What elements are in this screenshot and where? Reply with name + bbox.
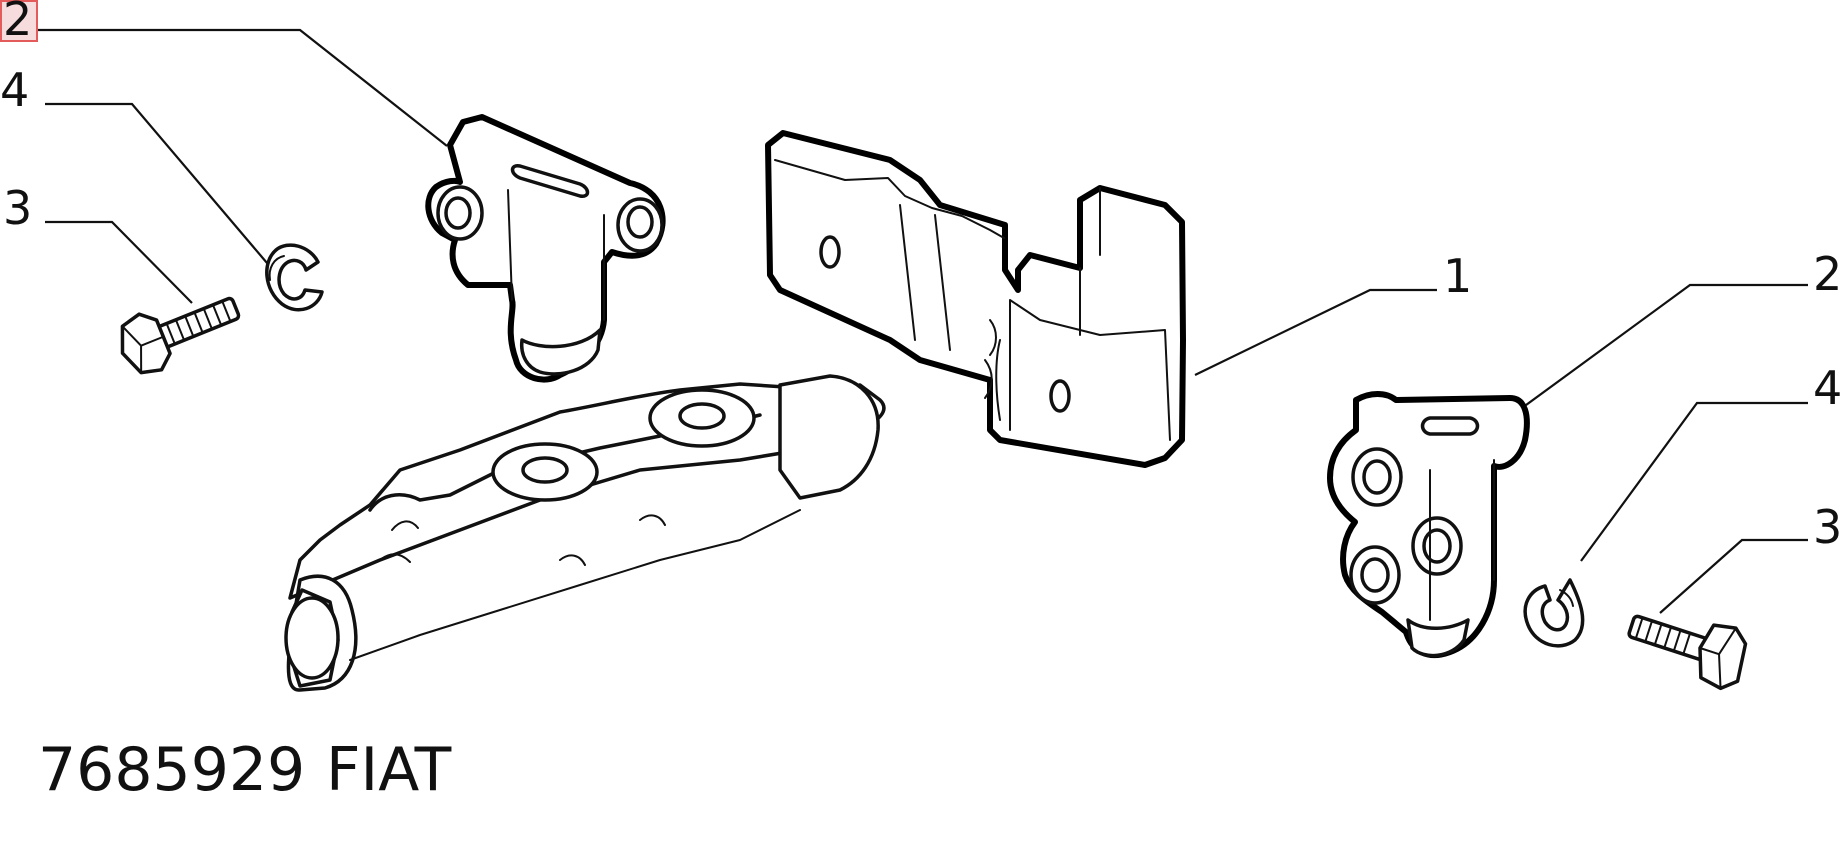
leader-4-right	[1580, 401, 1808, 562]
callout-number: 2	[3, 0, 32, 46]
callout-2-right[interactable]: 2	[1813, 247, 1842, 301]
bolt-head-facet	[121, 325, 165, 374]
cylinder-flange	[778, 374, 880, 500]
bracket-fold-line	[899, 204, 951, 351]
valve-right-tip	[1406, 618, 1470, 658]
callout-3-right[interactable]: 3	[1813, 500, 1842, 554]
cylinder-body-lower	[349, 509, 801, 661]
bracket-hole-lower	[1049, 379, 1071, 413]
reservoir-boss-2-hole	[678, 402, 726, 430]
valve-right-part-2	[1327, 391, 1530, 659]
bolt-right-head-facet	[1699, 627, 1737, 690]
bracket-lower-edge	[995, 339, 1001, 421]
part-number-caption: 7685929	[38, 735, 305, 805]
washer-right-ring	[1523, 578, 1585, 648]
valve-port-right-hole	[626, 205, 654, 239]
bolt-left-part-3	[120, 296, 241, 375]
bracket-outline	[765, 130, 1186, 468]
callout-2-top-left[interactable]: 2	[0, 0, 38, 46]
leader-3-left	[45, 220, 193, 304]
washer-right-inner	[1559, 589, 1574, 607]
bracket-slot-marks	[984, 319, 997, 399]
master-cylinder	[284, 374, 886, 692]
leader-2-top-left	[38, 28, 448, 147]
valve-right-port-middle-hole	[1422, 528, 1452, 564]
leader-lines	[38, 28, 1808, 614]
valve-right-top-slot	[1420, 416, 1480, 436]
reservoir-boss-1-hole	[521, 456, 569, 484]
washer-right-part-4	[1523, 578, 1585, 648]
callout-highlight-box	[0, 0, 38, 42]
callout-4-left[interactable]: 4	[0, 63, 29, 117]
bolt-right-thread	[1634, 616, 1692, 656]
valve-port-left-hole	[444, 196, 472, 230]
valve-right-cylinder	[1429, 459, 1495, 621]
bracket-part-1	[765, 130, 1186, 468]
valve-right-port-lower-hole	[1360, 557, 1390, 593]
leader-4-left	[45, 102, 268, 264]
cylinder-details	[379, 514, 666, 566]
leader-1-right	[1194, 288, 1437, 376]
valve-cylinder	[507, 189, 605, 321]
washer-ring	[265, 243, 324, 312]
cylinder-nut-face	[284, 596, 340, 680]
brand-caption: FIAT	[326, 735, 452, 805]
bolt-right-part-3	[1627, 614, 1748, 691]
leader-2-right	[1521, 283, 1808, 409]
valve-top-slot	[510, 164, 590, 198]
bolt-thread	[165, 300, 232, 345]
callout-3-left[interactable]: 3	[3, 181, 32, 235]
washer-left-part-4	[265, 243, 324, 312]
bracket-hole-upper	[819, 235, 841, 269]
callout-4-right[interactable]: 4	[1813, 361, 1842, 415]
valve-top-part-2	[425, 114, 666, 383]
bracket-inner-plate	[1009, 187, 1171, 441]
valve-tip	[519, 328, 602, 376]
callout-1-right[interactable]: 1	[1443, 249, 1472, 303]
washer-inner	[268, 255, 285, 281]
valve-right-port-top-hole	[1362, 459, 1392, 495]
bracket-flange-top	[774, 159, 1005, 239]
bolt-right-hex-head	[1698, 623, 1748, 691]
leader-3-right	[1659, 538, 1808, 614]
